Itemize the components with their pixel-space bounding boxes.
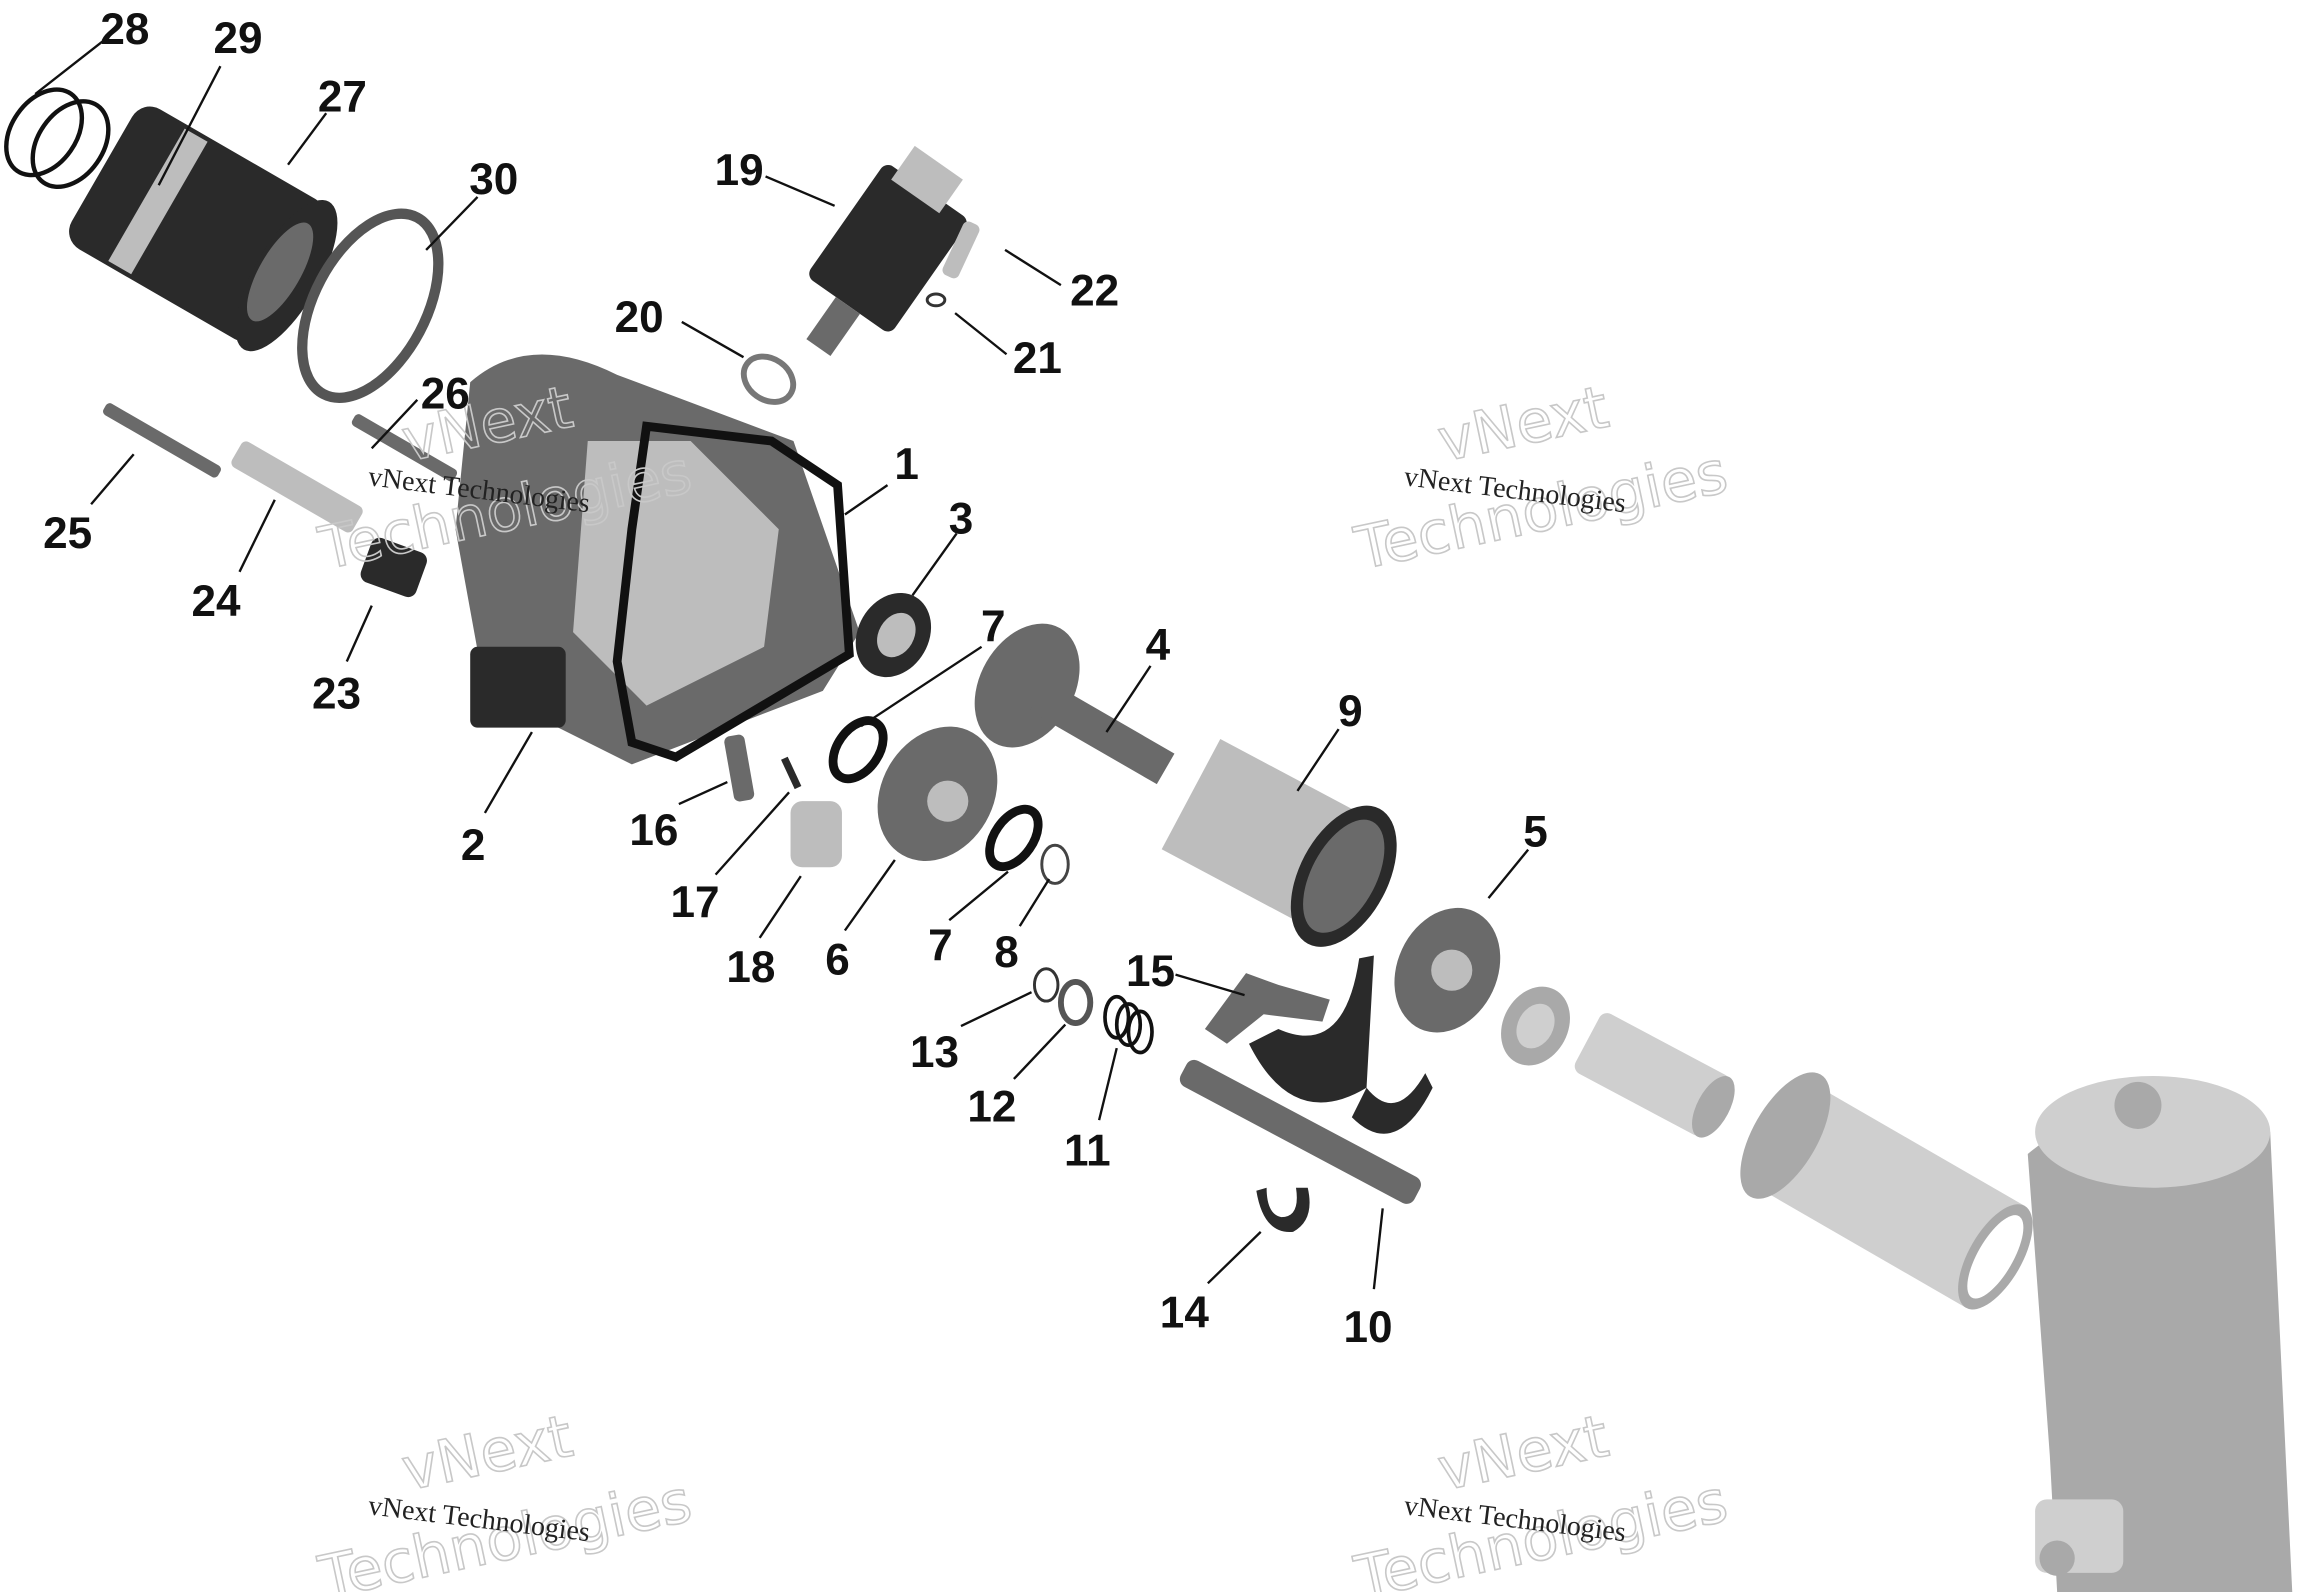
leader-line-14 [1207,1231,1262,1285]
svg-text:vNext: vNext [1432,1401,1614,1504]
leader-line-3 [911,532,958,597]
parts [4,87,1501,1233]
leader-line-21 [954,312,1008,356]
watermark-3: vNext Technologies [312,1400,698,1592]
callout-14: 14 [1160,1288,1210,1337]
part-30-clamp [297,208,444,403]
svg-text:vNext: vNext [396,1401,578,1504]
callout-7: 7 [981,602,1006,651]
leader-line-12 [1013,1023,1067,1080]
leader-line-17 [714,791,790,876]
part-10-shift-fork [1179,955,1433,1204]
callout-18: 18 [726,943,775,992]
leader-line-6 [843,859,896,932]
callout-17: 17 [671,878,720,927]
callout-9: 9 [1338,687,1363,736]
leader-line-18 [758,875,802,939]
part-19-actuator [806,145,967,356]
callout-10: 10 [1343,1303,1392,1352]
callout-29: 29 [214,14,263,63]
leader-line-5 [1487,848,1530,899]
callout-8: 8 [994,928,1019,977]
callout-13: 13 [910,1028,959,1077]
part-9-hub [1161,738,1397,947]
leader-line-26 [370,399,419,450]
leader-line-10 [1372,1208,1384,1290]
callout-6: 6 [825,935,850,984]
callout-4: 4 [1146,621,1171,670]
svg-text:Technologies: Technologies [1349,437,1733,583]
callout-3: 3 [949,494,974,543]
leader-line-9 [1296,728,1340,792]
callout-11: 11 [1064,1127,1111,1176]
callout-16: 16 [629,806,678,855]
callout-26: 26 [421,370,470,419]
callout-30: 30 [469,155,518,204]
leader-line-15 [1175,973,1245,997]
callout-15: 15 [1126,947,1175,996]
leader-line-22 [1004,248,1062,287]
callout-7: 7 [928,921,953,970]
leader-line-19 [765,175,836,207]
leader-line-8 [1018,878,1051,927]
leader-line-11 [1097,1047,1118,1121]
callout-22: 22 [1070,267,1119,316]
svg-text:vNext: vNext [1432,372,1614,475]
callout-19: 19 [715,146,764,195]
callout-23: 23 [312,669,361,718]
part-4-shaft [974,623,1175,785]
part-1-gasket [612,421,854,762]
leader-line-23 [345,605,373,662]
watermark-4: vNext Technologies [1348,1400,1734,1592]
part-27-sleeve [69,106,338,352]
leader-line-16 [678,780,728,806]
part-28-o-ring [4,87,85,178]
leader-line-30 [425,196,479,251]
leader-line-25 [90,453,135,505]
watermark-2: vNext Technologies [1348,371,1734,584]
callout-20: 20 [615,293,664,342]
leader-line-2 [483,731,533,814]
callout-12: 12 [967,1082,1016,1131]
leader-line-13 [960,991,1033,1028]
callout-24: 24 [191,577,241,626]
part-15-lever [1204,973,1330,1044]
callout-1: 1 [894,440,919,489]
ghost-parts [1501,986,2293,1592]
callout-2: 2 [461,821,486,870]
leader-line-1 [844,484,889,516]
callout-25: 25 [43,509,92,558]
callout-27: 27 [318,73,367,122]
leader-line-28 [34,40,104,96]
callout-21: 21 [1013,334,1062,383]
leader-line-7 [860,645,983,728]
leader-line-7 [948,870,1009,922]
leader-line-4 [1105,665,1152,733]
leader-line-20 [681,320,745,359]
leader-line-29 [157,65,222,186]
leader-line-27 [287,112,328,166]
callout-5: 5 [1523,808,1548,857]
callout-28: 28 [100,5,149,54]
leader-line-24 [238,499,276,573]
part-2-housing [455,354,860,765]
